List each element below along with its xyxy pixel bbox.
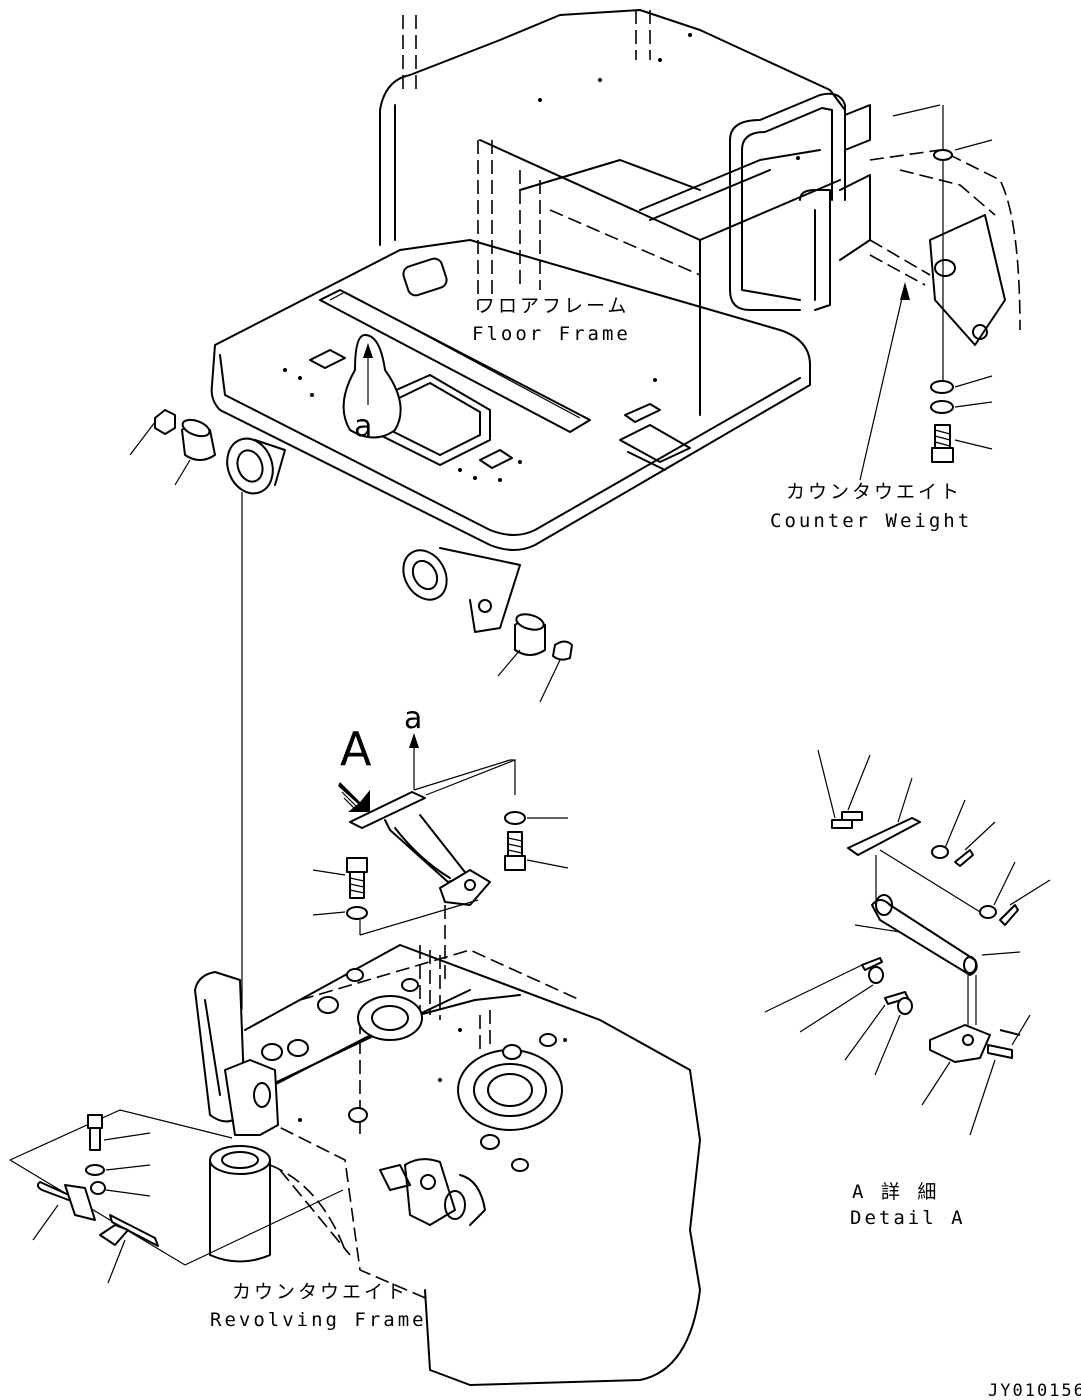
ref-marker-top: a <box>354 409 372 444</box>
revolving-frame-label-en: Revolving Frame <box>210 1309 427 1331</box>
detail-a-label-en: Detail A <box>850 1207 966 1229</box>
pin-parts <box>9 1109 344 1284</box>
view-markers: A a <box>338 701 422 812</box>
reference-arrow-icon <box>363 343 373 405</box>
floor-frame-label-en: Floor Frame <box>472 323 631 345</box>
revolving-frame-label-jp: カウンタウエイト <box>232 1281 408 1303</box>
drawing-number: JY010156 <box>988 1381 1081 1400</box>
ref-marker-bottom: a <box>404 701 422 736</box>
stay-bracket-assembly <box>312 759 569 985</box>
floor-frame-assembly <box>210 9 871 633</box>
reference-arrow-icon <box>409 733 419 790</box>
floor-frame-label-jp: フロアフレーム <box>476 295 629 317</box>
revolving-frame-assembly <box>194 944 701 1386</box>
counter-weight-label-jp: カウンタウエイト <box>786 481 962 503</box>
labels: a フロアフレーム Floor Frame カウンタウエイト Counter W… <box>210 295 1081 1400</box>
view-direction-arrow-icon <box>338 782 370 812</box>
detail-a-assembly <box>764 749 1051 1136</box>
counter-weight-assembly <box>859 104 1021 481</box>
detail-a-label-jp: A 詳 細 <box>852 1181 939 1203</box>
counter-weight-label-en: Counter Weight <box>770 510 972 532</box>
view-marker-a: A <box>340 722 372 776</box>
frame-posts <box>261 968 557 1172</box>
hinge-bushing-parts <box>129 409 573 1010</box>
